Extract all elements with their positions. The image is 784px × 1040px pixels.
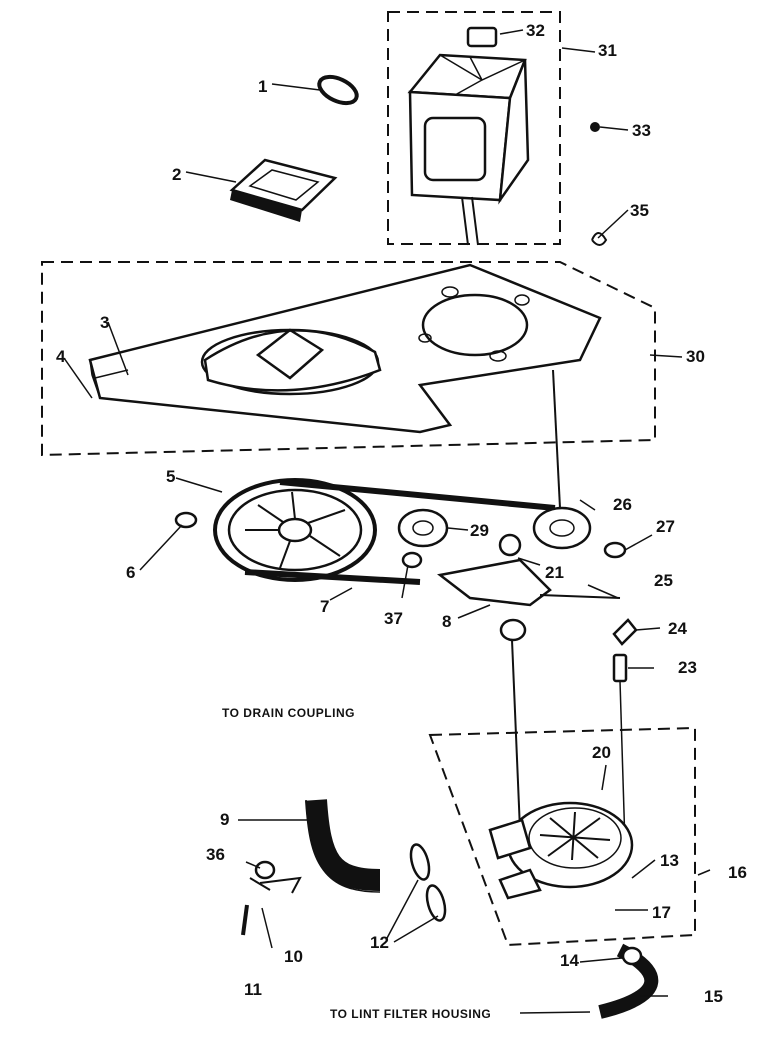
washer-6: [174, 511, 198, 529]
caption-drain-coupling: TO DRAIN COUPLING: [222, 706, 355, 720]
callout-24: 24: [668, 619, 687, 638]
callout-14: 14: [560, 951, 579, 970]
clamp-14: [621, 946, 643, 966]
callout-16: 16: [728, 863, 747, 882]
callout-7: 7: [320, 597, 329, 616]
drive-pulley: [213, 478, 377, 582]
callout-32: 32: [526, 21, 545, 40]
bushing-24: [612, 618, 638, 646]
callout-10: 10: [284, 947, 303, 966]
washer-8: [499, 618, 527, 642]
caption-lint-leader: [519, 1011, 591, 1014]
base-plate: [88, 263, 602, 434]
screw-11: [241, 904, 249, 936]
washer-27: [603, 541, 627, 559]
pump-group-boundary: [428, 726, 696, 947]
callout-23: 23: [678, 658, 697, 677]
motor: [407, 53, 530, 246]
callout-17: 17: [652, 903, 671, 922]
spring-25: [539, 594, 621, 599]
motor-group-boundary: [387, 11, 561, 245]
callout-31: 31: [598, 41, 617, 60]
callout-33: 33: [632, 121, 651, 140]
bracket-10: [249, 860, 302, 894]
callout-1: 1: [258, 77, 267, 96]
shaft-line-motor: [552, 369, 561, 509]
callout-6: 6: [126, 563, 135, 582]
callout-3: 3: [100, 313, 109, 332]
pin-23: [612, 653, 628, 683]
clip-35: [591, 232, 608, 246]
callout-35: 35: [630, 201, 649, 220]
pin-line: [619, 680, 626, 846]
callout-15: 15: [704, 987, 723, 1006]
callout-29: 29: [470, 521, 489, 540]
motor-pulley-26: [532, 506, 592, 550]
callout-9: 9: [220, 810, 229, 829]
callout-37: 37: [384, 609, 403, 628]
callout-4: 4: [56, 347, 66, 366]
callout-21: 21: [545, 563, 564, 582]
callout-12: 12: [370, 933, 389, 952]
callout-36: 36: [206, 845, 225, 864]
idler-arm-21: [437, 533, 552, 607]
filter-pad: [229, 158, 338, 222]
base-group-boundary: [41, 261, 656, 457]
callout-25: 25: [654, 571, 673, 590]
washer-37: [401, 551, 423, 569]
callout-13: 13: [660, 851, 679, 870]
leader-lines: [63, 29, 711, 997]
drive-belt: [244, 479, 556, 585]
motor-clip: [466, 26, 498, 48]
caption-lint-filter: TO LINT FILTER HOUSING: [330, 1007, 491, 1021]
callout-2: 2: [172, 165, 181, 184]
callout-30: 30: [686, 347, 705, 366]
clamps-12: [409, 843, 447, 922]
callout-8: 8: [442, 612, 451, 631]
callout-20: 20: [592, 743, 611, 762]
shaft-line-pump: [511, 639, 521, 831]
screw-33: [590, 122, 600, 132]
idler-pulley-29: [397, 508, 449, 548]
belt-ring: [317, 74, 359, 106]
callout-11: 11: [244, 980, 262, 999]
callout-5: 5: [166, 467, 175, 486]
callout-27: 27: [656, 517, 675, 536]
drain-hose: [305, 799, 381, 891]
callout-26: 26: [613, 495, 632, 514]
pump: [488, 801, 634, 900]
